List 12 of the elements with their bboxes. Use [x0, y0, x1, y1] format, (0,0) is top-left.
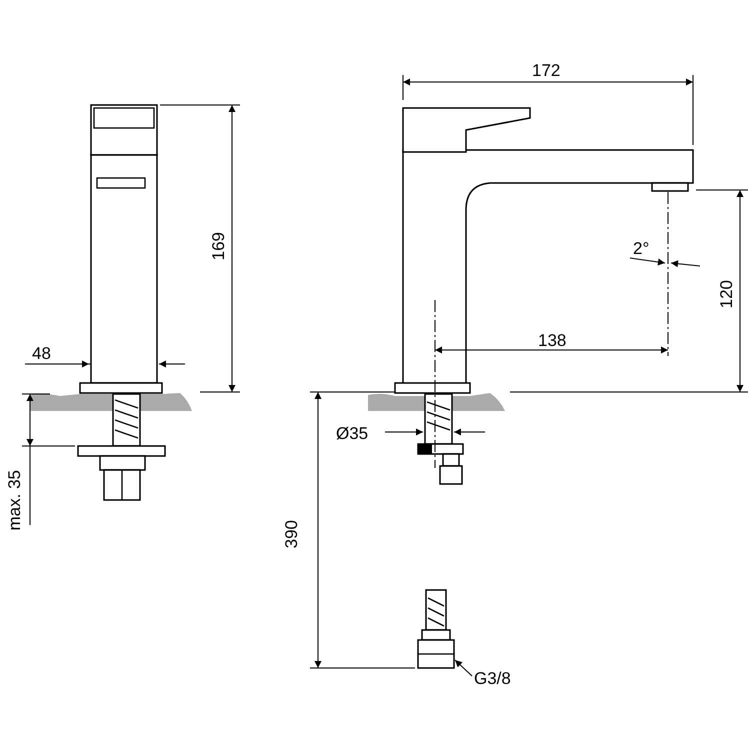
dimension-label: 169 — [210, 232, 227, 260]
dimension-label: 2° — [633, 240, 650, 257]
thread-size-label: G3/8 — [474, 670, 511, 687]
dimension-label: 48 — [32, 345, 51, 362]
dimension-label: 138 — [538, 332, 566, 349]
dimension-label: 120 — [718, 280, 735, 308]
hose-connector-drawing — [417, 589, 455, 669]
dimension-label: 390 — [283, 520, 300, 548]
dimension-label: 172 — [532, 62, 560, 79]
leader-line — [454, 660, 472, 676]
dimension-label: Ø35 — [336, 425, 368, 442]
dimension-label: max. 35 — [6, 470, 23, 530]
